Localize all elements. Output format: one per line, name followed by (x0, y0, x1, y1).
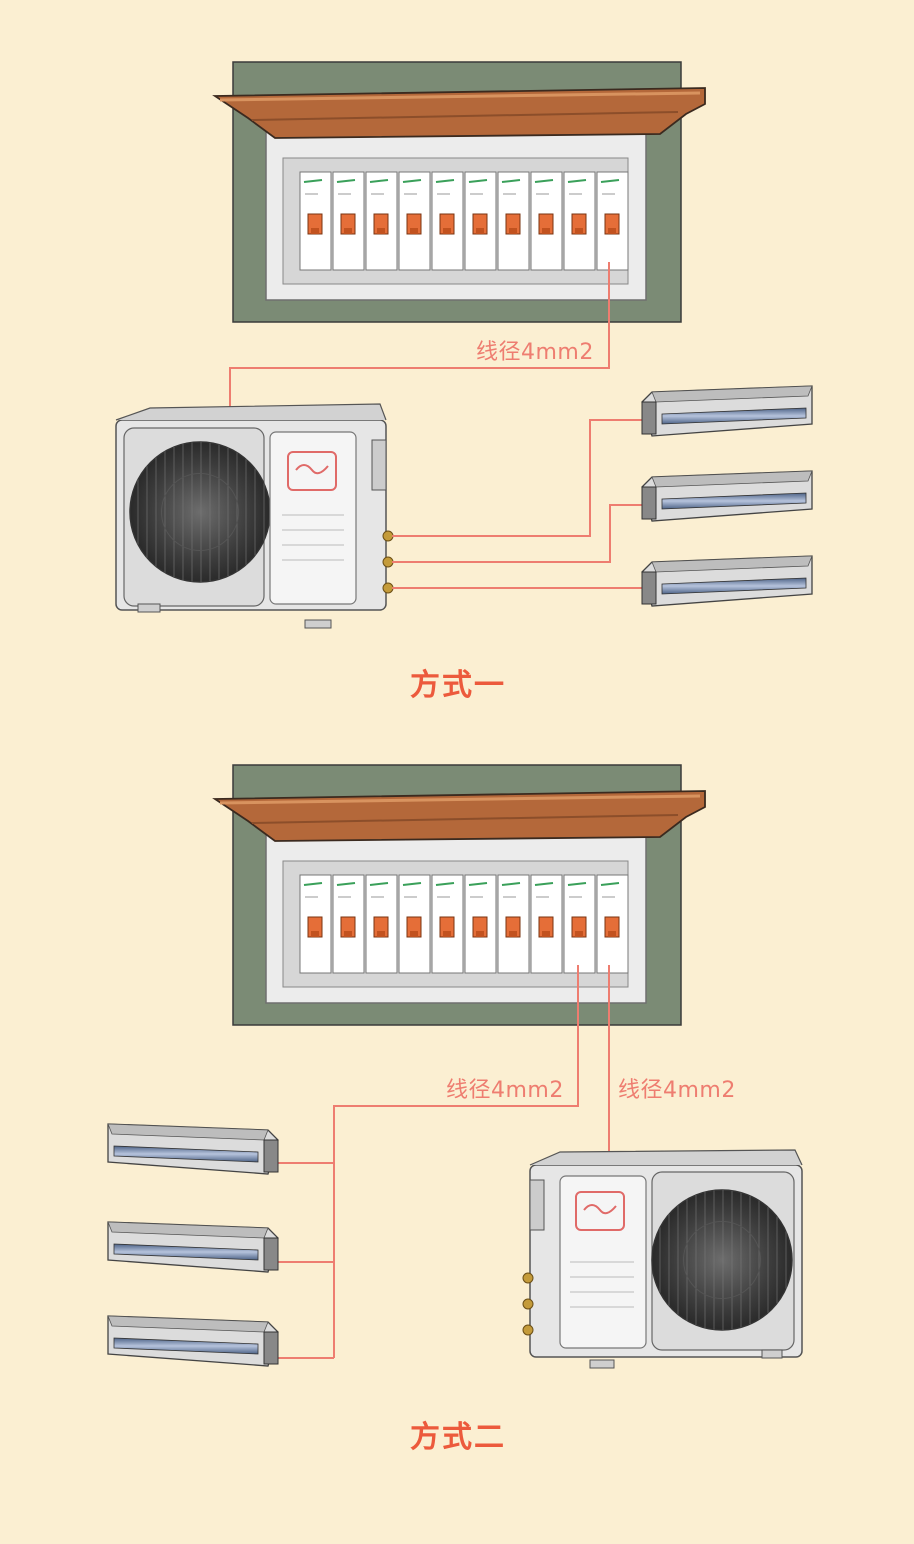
circuit-breaker (563, 171, 596, 271)
circuit-breaker (596, 171, 629, 271)
circuit-breaker (332, 171, 365, 271)
fan-grille-icon (651, 1189, 793, 1331)
indoor-duct-unit (107, 1123, 279, 1175)
outdoor-unit-2 (522, 1149, 803, 1369)
circuit-breaker (431, 171, 464, 271)
wire-spec-label-2-left: 线径4mm2 (446, 1078, 564, 1103)
indoor-duct-unit (641, 555, 813, 607)
circuit-breaker (332, 874, 365, 974)
circuit-breaker (464, 171, 497, 271)
brand-logo-icon (287, 451, 337, 491)
wire-spec-label-2-right: 线径4mm2 (618, 1078, 736, 1103)
circuit-breaker (497, 874, 530, 974)
wire-spec-label-1: 线径4mm2 (476, 340, 594, 365)
indoor-duct-unit (641, 470, 813, 522)
circuit-breaker (365, 171, 398, 271)
circuit-breaker (299, 171, 332, 271)
circuit-breaker (596, 874, 629, 974)
circuit-breaker (431, 874, 464, 974)
wire-panel-to-outdoor-1 (229, 262, 610, 420)
caption-method-two: 方式二 (410, 1420, 506, 1455)
circuit-breaker (398, 171, 431, 271)
circuit-breaker (365, 874, 398, 974)
indoor-duct-unit (641, 385, 813, 437)
indoor-duct-unit (107, 1315, 279, 1367)
circuit-breaker (563, 874, 596, 974)
fan-grille-icon (129, 441, 271, 583)
wires-panel-2 (270, 965, 610, 1359)
circuit-breaker (530, 171, 563, 271)
indoor-duct-unit (107, 1221, 279, 1273)
outdoor-unit-1 (115, 403, 394, 629)
caption-method-one: 方式一 (410, 668, 506, 703)
brand-logo-icon (575, 1191, 625, 1231)
circuit-breaker (464, 874, 497, 974)
distribution-panel-2 (213, 763, 707, 1027)
distribution-panel-1 (213, 60, 707, 324)
circuit-breaker (497, 171, 530, 271)
wires-outdoor-to-indoor-1 (392, 419, 645, 589)
circuit-breaker (398, 874, 431, 974)
circuit-breaker (530, 874, 563, 974)
circuit-breaker (299, 874, 332, 974)
